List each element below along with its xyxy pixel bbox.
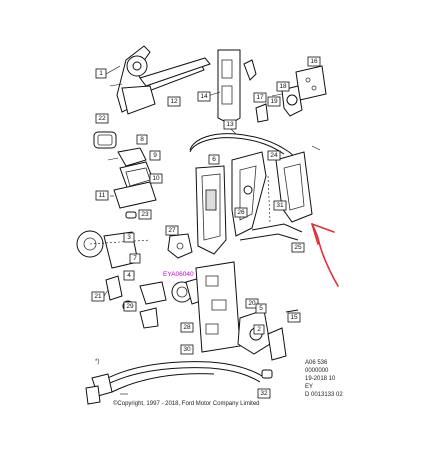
svg-text:28: 28 xyxy=(183,324,191,331)
svg-text:9: 9 xyxy=(153,152,157,159)
rod-and-harness xyxy=(85,361,263,405)
callout-14: 14 xyxy=(197,91,211,102)
svg-text:20: 20 xyxy=(248,300,256,307)
svg-text:25: 25 xyxy=(294,244,302,251)
callout-24: 24 xyxy=(267,150,281,161)
bell-crank xyxy=(167,233,193,259)
callout-31: 31 xyxy=(273,200,287,211)
copyright-text: ©Copyright, 1997 - 2018, Ford Motor Comp… xyxy=(113,400,260,407)
callout-6: 6 xyxy=(208,154,220,165)
svg-text:1: 1 xyxy=(99,70,103,77)
svg-text:22: 22 xyxy=(98,115,106,122)
callout-18: 18 xyxy=(276,81,290,92)
callout-19: 19 xyxy=(267,96,281,107)
svg-text:17: 17 xyxy=(256,94,264,101)
lock-cylinder-assembly xyxy=(76,230,167,329)
callout-15: 15 xyxy=(287,312,301,323)
svg-text:11: 11 xyxy=(99,192,106,199)
ref-line-5: D 0013133 02 xyxy=(305,392,343,398)
callout-26: 26 xyxy=(234,207,248,218)
callout-23: 23 xyxy=(138,209,152,220)
svg-text:12: 12 xyxy=(170,98,178,105)
svg-text:7: 7 xyxy=(133,255,137,262)
callout-25: 25 xyxy=(291,242,305,253)
callout-30: 30 xyxy=(180,344,194,355)
callout-7: 7 xyxy=(129,253,141,264)
catalog-stamp: EYA06040 xyxy=(163,271,194,278)
ref-line-4: EY xyxy=(305,384,313,390)
svg-text:4: 4 xyxy=(127,272,131,279)
svg-text:18: 18 xyxy=(279,83,287,90)
svg-text:2: 2 xyxy=(257,326,261,333)
svg-text:15: 15 xyxy=(290,314,298,321)
callout-22: 22 xyxy=(95,113,109,124)
ref-line-1: A06 536 xyxy=(305,360,328,366)
reference-block: A06 536 0000000 19-2018 10 EY D 0013133 … xyxy=(305,360,343,398)
svg-text:13: 13 xyxy=(226,121,234,128)
lock-actuator-housing xyxy=(195,165,227,255)
footnote-mark: *) xyxy=(95,359,99,365)
callout-11: 11 xyxy=(95,190,109,201)
callout-2: 2 xyxy=(253,324,265,335)
callout-10: 10 xyxy=(149,173,163,184)
callout-8: 8 xyxy=(136,134,148,145)
svg-text:29: 29 xyxy=(126,303,134,310)
svg-text:21: 21 xyxy=(94,293,102,300)
svg-text:14: 14 xyxy=(200,93,208,100)
red-annotation-arrow xyxy=(311,223,339,287)
callout-9: 9 xyxy=(149,150,161,161)
callout-20: 20 xyxy=(245,298,259,309)
svg-text:30: 30 xyxy=(183,346,191,353)
svg-text:16: 16 xyxy=(310,58,318,65)
callout-32: 32 xyxy=(257,388,271,399)
callout-28: 28 xyxy=(180,322,194,333)
callout-17: 17 xyxy=(253,92,267,103)
svg-text:31: 31 xyxy=(276,202,284,209)
svg-text:6: 6 xyxy=(212,156,216,163)
callout-4: 4 xyxy=(123,270,135,281)
callout-1: 1 xyxy=(95,68,107,79)
inner-handle-assembly xyxy=(107,147,157,219)
hinge-bracket-assembly xyxy=(255,65,327,123)
callout-29: 29 xyxy=(123,301,137,312)
svg-text:32: 32 xyxy=(260,390,268,397)
svg-text:3: 3 xyxy=(127,234,131,241)
ref-line-2: 0000000 xyxy=(305,368,329,374)
svg-text:10: 10 xyxy=(152,175,160,182)
callout-21: 21 xyxy=(91,291,105,302)
callout-27: 27 xyxy=(165,225,179,236)
svg-text:27: 27 xyxy=(168,227,176,234)
callout-16: 16 xyxy=(307,56,321,67)
callout-5: 5 xyxy=(255,303,267,314)
svg-text:24: 24 xyxy=(270,152,278,159)
handle-bezel xyxy=(93,131,117,149)
svg-text:8: 8 xyxy=(140,136,144,143)
svg-text:5: 5 xyxy=(259,305,263,312)
regulator-arm-assembly xyxy=(105,45,211,115)
callout-13: 13 xyxy=(223,119,237,130)
callout-12: 12 xyxy=(167,96,181,107)
svg-text:23: 23 xyxy=(141,211,149,218)
callout-3: 3 xyxy=(123,232,135,243)
svg-text:19: 19 xyxy=(270,98,278,105)
callout-group: 1 16 12 18 17 14 19 13 22 24 8 9 6 10 11… xyxy=(91,56,321,399)
latch-backing-plate xyxy=(195,261,241,353)
ref-line-3: 19-2018 10 xyxy=(305,376,336,382)
svg-text:26: 26 xyxy=(237,209,245,216)
latch-plate-assembly xyxy=(207,49,257,125)
